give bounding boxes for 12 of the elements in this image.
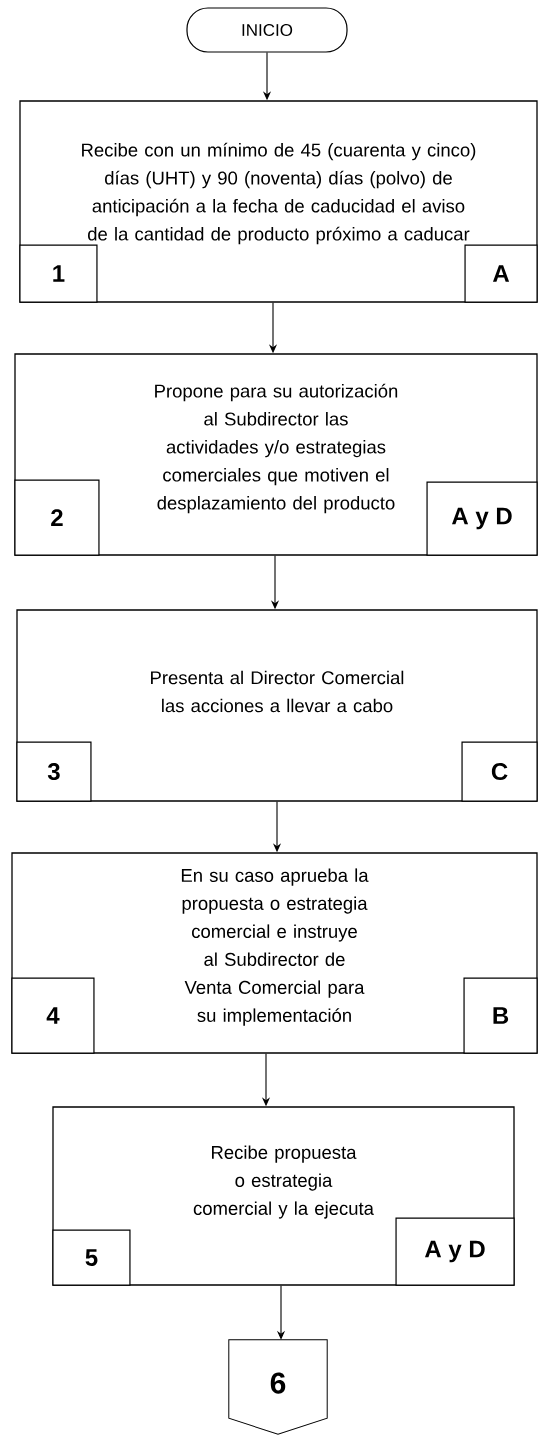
responsible-box: A: [464, 244, 538, 303]
step-number-box: 2: [14, 479, 100, 556]
step-number-box: 4: [11, 977, 95, 1054]
start-terminal: INICIO: [186, 7, 348, 53]
step-number-box: 5: [52, 1229, 131, 1286]
responsible-box: A y D: [395, 1217, 515, 1286]
responsible-box: C: [461, 741, 538, 802]
step-number-box: 1: [19, 244, 98, 303]
off-page-connector: 6: [228, 1339, 328, 1435]
responsible-box: B: [463, 977, 538, 1054]
step-number-box: 3: [16, 741, 92, 802]
responsible-box: A y D: [426, 481, 538, 556]
